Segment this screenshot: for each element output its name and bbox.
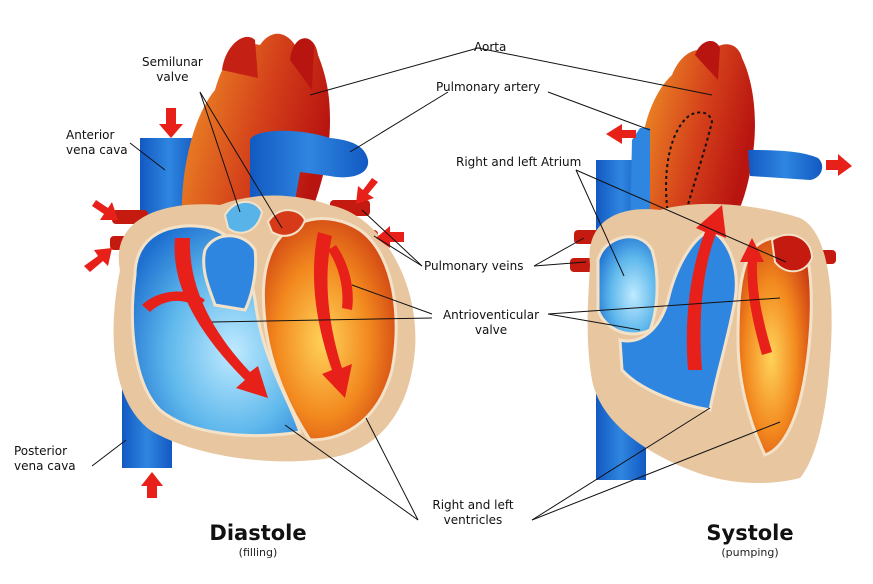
- inflow-arrow-pv-right-1: [356, 178, 378, 204]
- label-antrioventicular-valve: Antrioventicular valve: [438, 308, 544, 338]
- inflow-arrow-pv-left-1: [92, 200, 118, 220]
- label-aorta: Aorta: [474, 40, 506, 55]
- systole-heart: [570, 41, 852, 483]
- diastole-heart: [84, 34, 415, 498]
- systole-title: Systole: [690, 521, 810, 545]
- inflow-arrow-anterior-cava: [159, 108, 183, 138]
- label-semilunar-valve: Semilunar valve: [142, 55, 203, 85]
- label-pulmonary-veins: Pulmonary veins: [424, 259, 523, 274]
- systole-pulmonary-artery-right: [748, 150, 822, 180]
- systole-aorta-vessel: [640, 44, 755, 230]
- systole-subtitle: (pumping): [690, 546, 810, 559]
- label-anterior-vena-cava: Anterior vena cava: [66, 128, 128, 158]
- diastole-title: Diastole: [198, 521, 318, 545]
- outflow-arrow-pulmonary-right: [826, 154, 852, 176]
- diastole-subtitle: (filling): [198, 546, 318, 559]
- label-right-left-ventricles: Right and left ventricles: [420, 498, 526, 528]
- label-posterior-vena-cava: Posterior vena cava: [14, 444, 76, 474]
- outflow-arrow-pulmonary-left: [606, 124, 636, 144]
- label-right-left-atrium: Right and left Atrium: [456, 155, 581, 170]
- inflow-arrow-posterior-cava: [141, 472, 163, 498]
- inflow-arrow-pv-left-2: [84, 248, 112, 272]
- diastole-septum-blue: [204, 236, 256, 310]
- label-pulmonary-artery: Pulmonary artery: [436, 80, 540, 95]
- systole-right-atrium: [598, 237, 657, 334]
